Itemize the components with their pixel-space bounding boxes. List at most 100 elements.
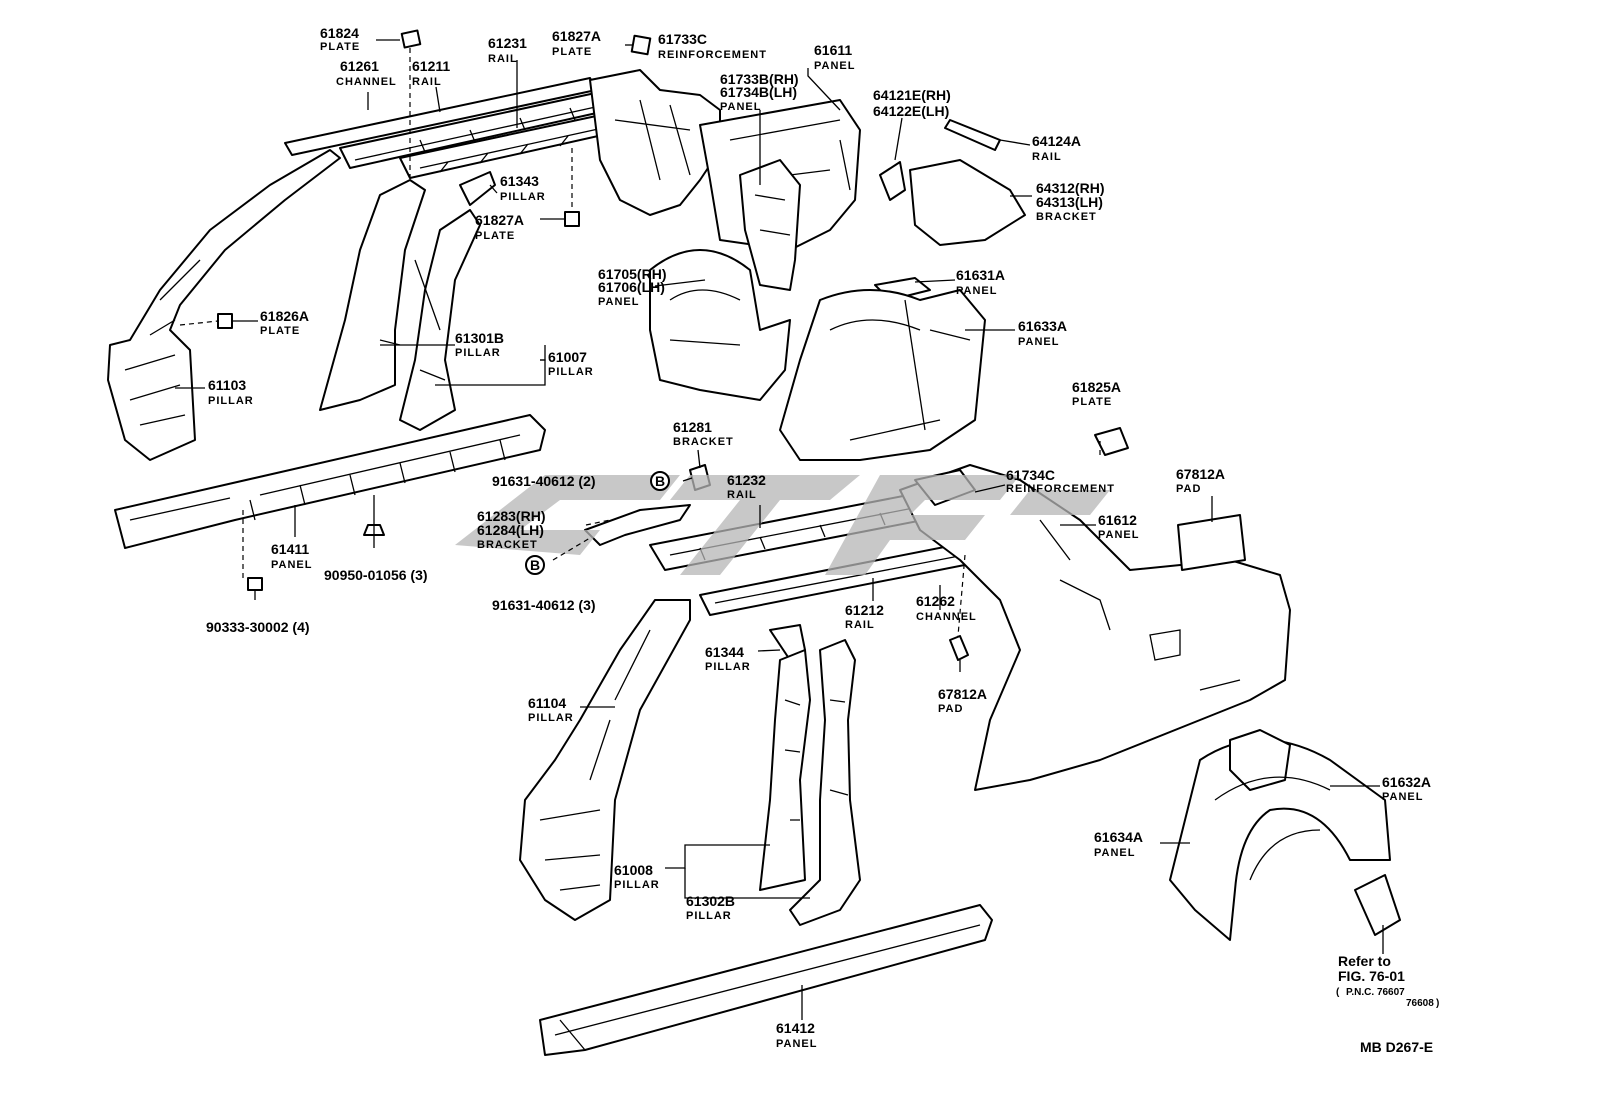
part-61632A-panel xyxy=(1229,729,1291,791)
label-61827A-number: 61827A xyxy=(552,28,601,44)
part-61008-pillar xyxy=(759,649,811,891)
part-67812A-pad-top xyxy=(1177,514,1246,571)
label-61007-name: PILLAR xyxy=(548,366,594,378)
part-labels: 61824 PLATE 61261 CHANNEL 61211 RAIL 612… xyxy=(206,25,1431,1050)
part-61633A-panel xyxy=(779,289,986,461)
part-64312-bracket xyxy=(909,159,1026,246)
label-61733B-number: 61733B(RH) xyxy=(720,71,799,87)
part-61733C-reinforcement xyxy=(589,69,721,216)
label-61231-name: RAIL xyxy=(488,53,518,65)
label-61705-name: PANEL xyxy=(598,296,639,308)
label-61733B-name: PANEL xyxy=(720,101,761,113)
label-61733C-number: 61733C xyxy=(658,31,707,47)
part-61733B-panel xyxy=(739,159,801,291)
label-61633A-number: 61633A xyxy=(1018,318,1067,334)
part-67812A-pad xyxy=(949,635,969,661)
refer-note-line1: Refer to xyxy=(1338,953,1391,969)
part-61612-panel xyxy=(899,464,1291,791)
label-61611-number: 61611 xyxy=(814,42,852,58)
label-67812A-2-name: PAD xyxy=(938,703,963,715)
label-61302B-name: PILLAR xyxy=(686,910,732,922)
label-61231-number: 61231 xyxy=(488,35,527,51)
part-61827A-plate-top xyxy=(630,34,652,56)
label-61344-number: 61344 xyxy=(705,644,744,660)
label-61302B-number: 61302B xyxy=(686,893,735,909)
label-61734C-number: 61734C xyxy=(1006,467,1055,483)
label-61634A-name: PANEL xyxy=(1094,847,1135,859)
label-61261-number: 61261 xyxy=(340,58,379,74)
part-61302B-pillar xyxy=(789,639,861,926)
part-61007-pillar xyxy=(319,179,426,411)
part-61705-panel xyxy=(649,249,791,401)
label-90333-30002: 90333-30002 (4) xyxy=(206,619,310,635)
label-61008-number: 61008 xyxy=(614,862,653,878)
fastener-90333-30002 xyxy=(247,577,263,591)
refer-note-line3: P.N.C. 76607 xyxy=(1346,987,1405,998)
label-61631A-name: PANEL xyxy=(956,285,997,297)
label-61283-name: BRACKET xyxy=(477,539,538,551)
label-61632A-number: 61632A xyxy=(1382,774,1431,790)
label-67812A-2-number: 67812A xyxy=(938,686,987,702)
watermark-logo xyxy=(455,475,1110,575)
label-64313-number: 64313(LH) xyxy=(1036,194,1103,210)
label-61008-name: PILLAR xyxy=(614,879,660,891)
label-90950-01056: 90950-01056 (3) xyxy=(324,567,428,583)
label-61411-number: 61411 xyxy=(271,541,309,557)
label-61632A-name: PANEL xyxy=(1382,791,1423,803)
part-64121E-bracket xyxy=(879,161,906,201)
part-64124A-rail xyxy=(944,119,1001,151)
label-61612-number: 61612 xyxy=(1098,512,1137,528)
label-61232-number: 61232 xyxy=(727,472,766,488)
label-64121E-number: 64121E(RH) xyxy=(873,87,951,103)
label-61826A-number: 61826A xyxy=(260,308,309,324)
label-91631-40612-2: 91631-40612 (2) xyxy=(492,473,596,489)
refer-note-paren-open: ( xyxy=(1336,987,1340,998)
label-61281-number: 61281 xyxy=(673,419,712,435)
label-61412-name: PANEL xyxy=(776,1038,817,1050)
label-91631-40612-3: 91631-40612 (3) xyxy=(492,597,596,613)
label-61343-name: PILLAR xyxy=(500,191,546,203)
label-61343-number: 61343 xyxy=(500,173,539,189)
label-61825A-number: 61825A xyxy=(1072,379,1121,395)
label-61103-name: PILLAR xyxy=(208,395,254,407)
label-61103-number: 61103 xyxy=(208,377,246,393)
label-61284-number: 61284(LH) xyxy=(477,522,544,538)
upper-left-assembly xyxy=(107,29,1129,549)
part-61826A-plate xyxy=(217,313,233,329)
refer-note-line4: 76608 xyxy=(1406,998,1434,1009)
label-61825A-name: PLATE xyxy=(1072,396,1112,408)
label-61344-name: PILLAR xyxy=(705,661,751,673)
drawing-code: MB D267-E xyxy=(1360,1039,1433,1055)
label-61301B-name: PILLAR xyxy=(455,347,501,359)
label-61612-name: PANEL xyxy=(1098,529,1139,541)
label-61301B-number: 61301B xyxy=(455,330,504,346)
label-61824-number: 61824 xyxy=(320,25,359,41)
bolt-marker-label: B xyxy=(655,473,665,489)
bolt-marker-1: B xyxy=(650,471,670,491)
bolt-marker-2: B xyxy=(525,555,545,575)
label-61734B-number: 61734B(LH) xyxy=(720,84,797,100)
label-67812A-number: 67812A xyxy=(1176,466,1225,482)
part-refer-76607 xyxy=(1354,874,1401,936)
label-61827A-2-name: PLATE xyxy=(475,230,515,242)
refer-note-paren-close: ) xyxy=(1436,998,1439,1009)
leader-lines xyxy=(175,39,1384,1020)
label-61007-number: 61007 xyxy=(548,349,587,365)
label-61212-name: RAIL xyxy=(845,619,875,631)
refer-note: Refer to FIG. 76-01 ( P.N.C. 76607 76608… xyxy=(1336,953,1439,1009)
label-61827A-name: PLATE xyxy=(552,46,592,58)
label-61283-number: 61283(RH) xyxy=(477,508,545,524)
label-61211-number: 61211 xyxy=(412,58,450,74)
label-61733C-name: REINFORCEMENT xyxy=(658,49,767,61)
label-61262-number: 61262 xyxy=(916,593,955,609)
label-61412-number: 61412 xyxy=(776,1020,815,1036)
label-61827A-2-number: 61827A xyxy=(475,212,524,228)
lower-assembly xyxy=(247,464,1401,1056)
part-61301B-pillar xyxy=(399,209,481,431)
label-64122E-number: 64122E(LH) xyxy=(873,103,949,119)
part-61343-pillar xyxy=(459,171,496,206)
label-61826A-name: PLATE xyxy=(260,325,300,337)
label-61104-number: 61104 xyxy=(528,695,566,711)
label-61411-name: PANEL xyxy=(271,559,312,571)
